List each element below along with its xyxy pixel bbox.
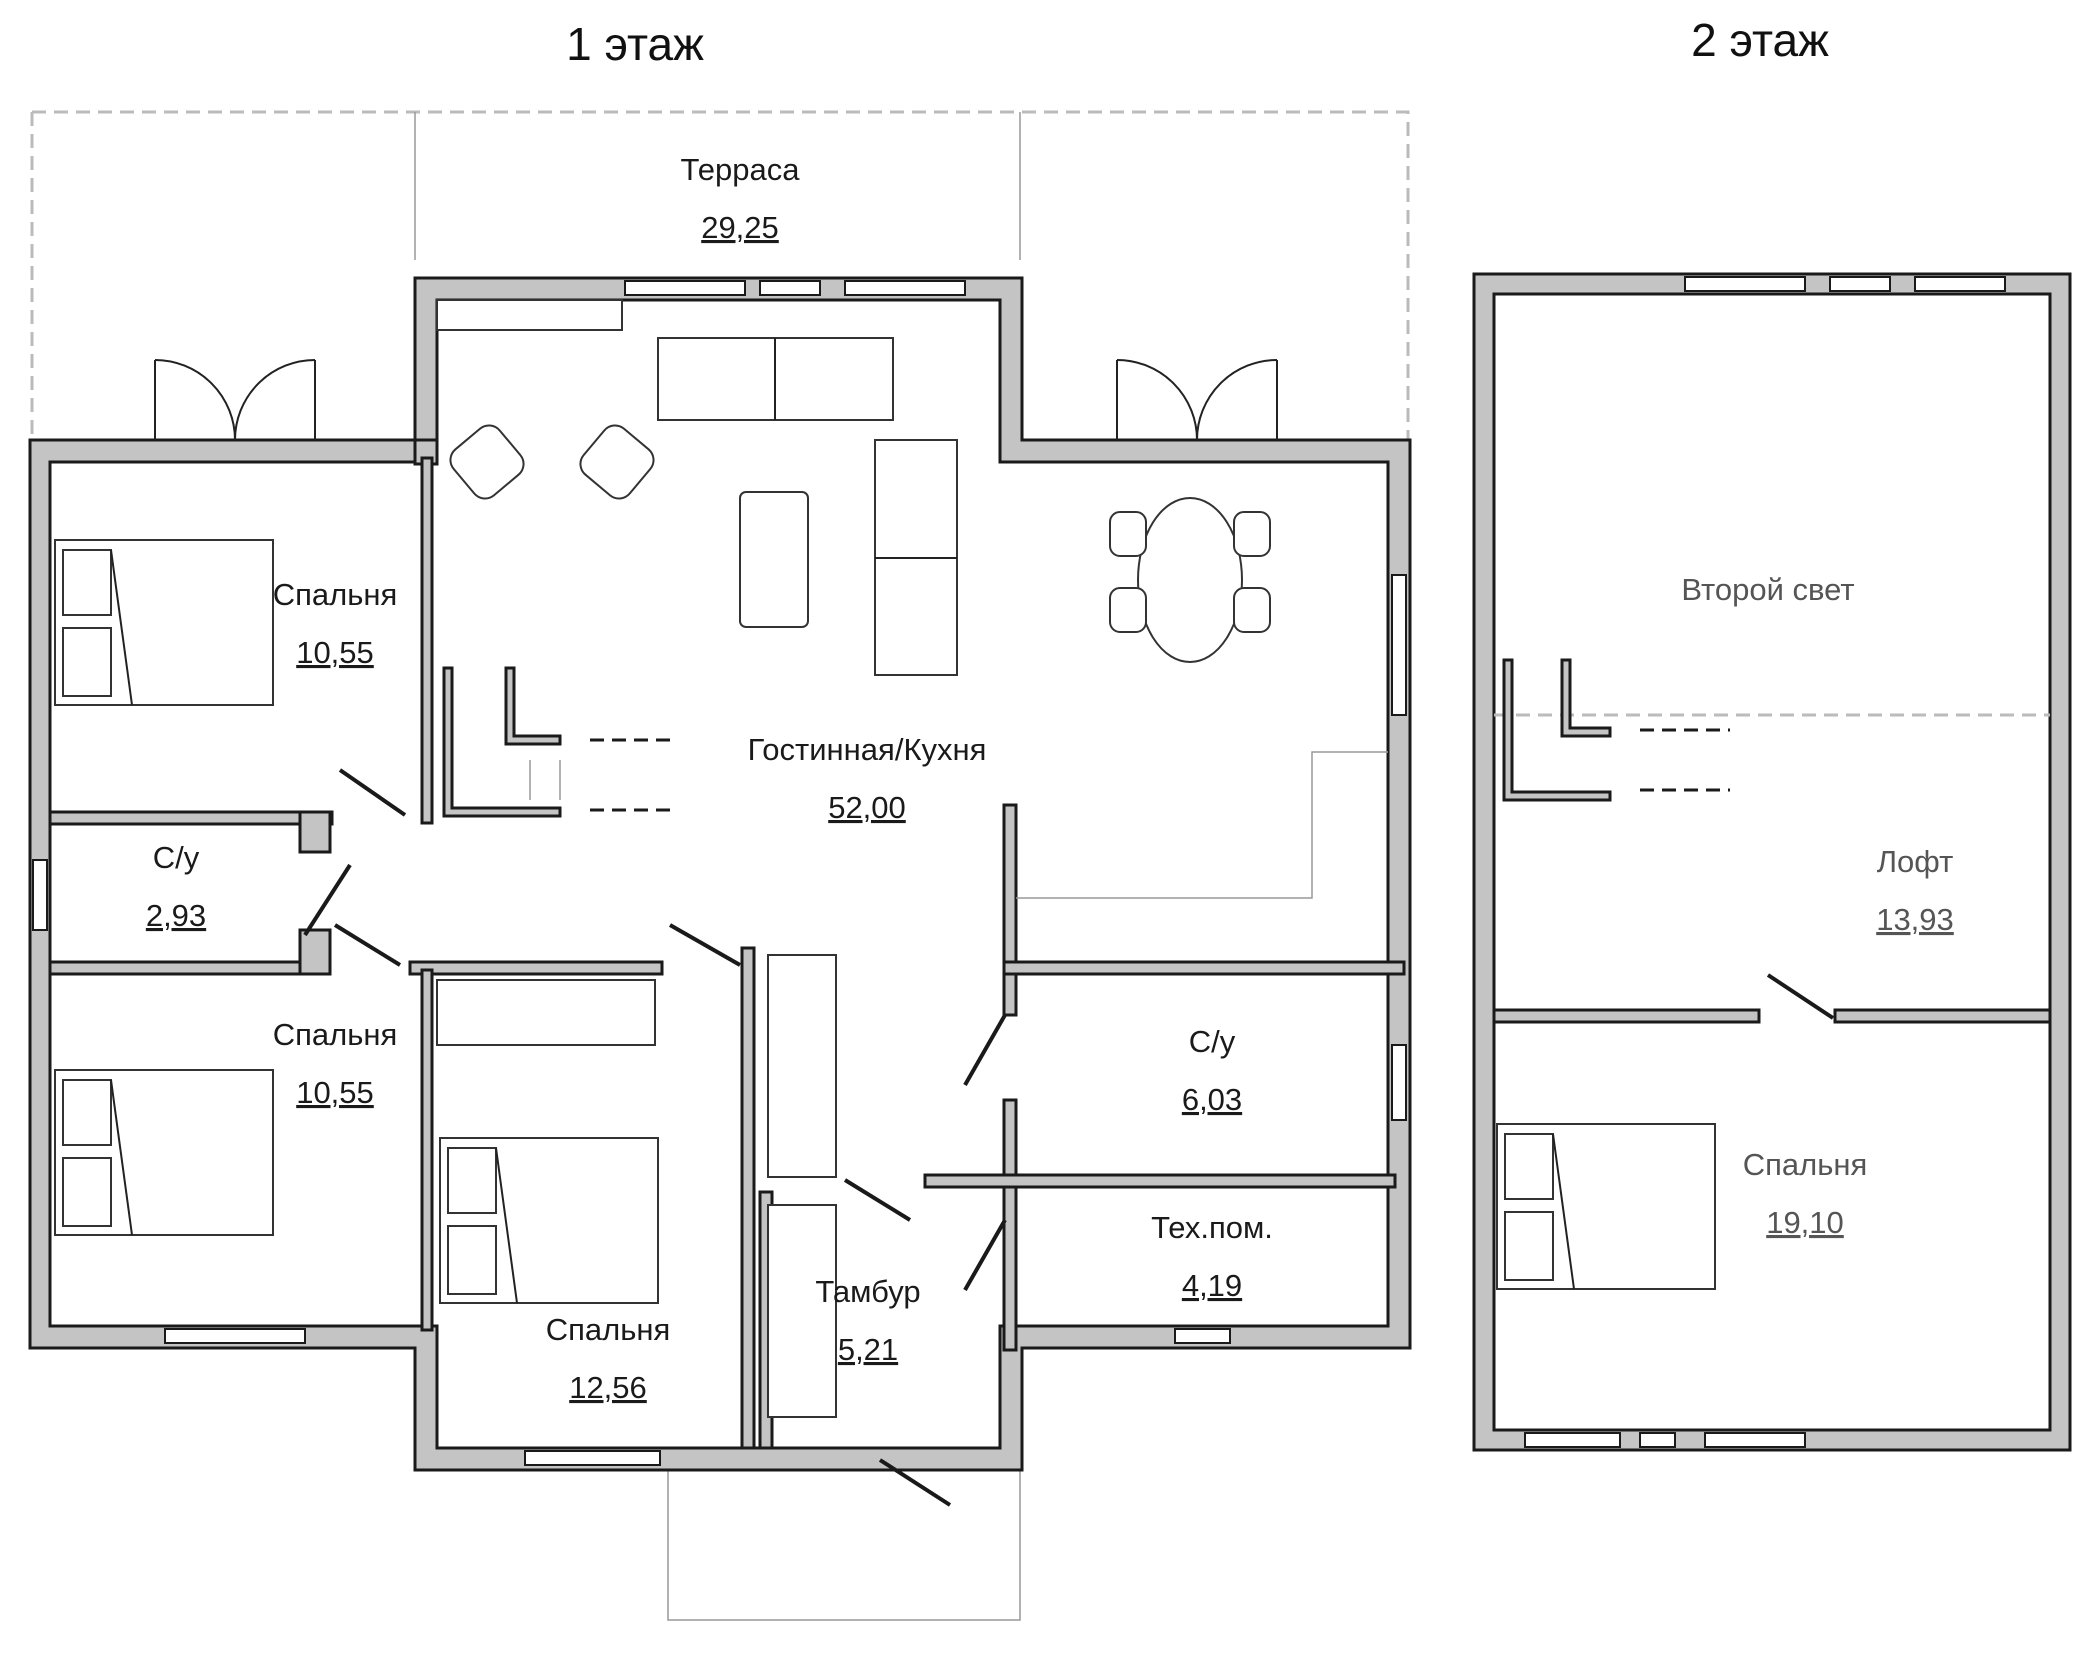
wc-large-name: С/у xyxy=(1189,1024,1236,1059)
living-name: Гостинная/Кухня xyxy=(748,732,987,767)
armchair xyxy=(449,424,525,500)
terrace-area: 29,25 xyxy=(701,210,779,245)
exterior-wall-floor-2 xyxy=(1472,272,2072,1452)
terrace-name: Терраса xyxy=(681,152,801,187)
vestibule-name: Тамбур xyxy=(815,1274,920,1309)
bedroom-a-name: Спальня xyxy=(273,577,398,612)
dining-table xyxy=(1137,497,1243,663)
bed xyxy=(54,1069,274,1236)
door-floor-2 xyxy=(1766,973,1835,1020)
bedroom-b-name: Спальня xyxy=(273,1017,398,1052)
coffee-table xyxy=(739,491,809,628)
hall-cabinet xyxy=(767,954,837,1178)
loft-name: Лофт xyxy=(1877,844,1954,879)
bedroom-b-area: 10,55 xyxy=(296,1075,374,1110)
bedroom-a-area: 10,55 xyxy=(296,635,374,670)
bed xyxy=(1496,1123,1716,1290)
floor-1-plan: Терраса 29,25 Спальня 10,55 С/у 2,93 Спа… xyxy=(28,110,1412,1621)
wc-small-name: С/у xyxy=(153,840,200,875)
staircase-floor-1 xyxy=(442,666,675,818)
entrance-porch xyxy=(667,1469,1021,1621)
partition-floor-2 xyxy=(1492,1008,1761,1024)
living-furniture xyxy=(449,337,1271,676)
floor-2-title: 2 этаж xyxy=(1691,14,1829,66)
chair xyxy=(1233,587,1271,633)
living-area: 52,00 xyxy=(828,790,906,825)
armchair xyxy=(579,424,655,500)
bedroom-up-name: Спальня xyxy=(1743,1147,1868,1182)
chair xyxy=(1109,511,1147,557)
chair xyxy=(1109,587,1147,633)
vestibule-area: 5,21 xyxy=(838,1332,898,1367)
floor-1-title: 1 этаж xyxy=(566,18,704,70)
wardrobe xyxy=(436,979,656,1046)
wc-small-area: 2,93 xyxy=(146,898,206,933)
bedroom-c-area: 12,56 xyxy=(569,1370,647,1405)
tech-name: Тех.пом. xyxy=(1151,1210,1273,1245)
windows-floor-1 xyxy=(32,280,1407,1466)
bed xyxy=(54,539,274,706)
terrace-outline xyxy=(30,110,1410,440)
interior-walls xyxy=(48,438,1406,1450)
bedroom-c-name: Спальня xyxy=(546,1312,671,1347)
loft-area: 13,93 xyxy=(1876,902,1954,937)
terrace-doors xyxy=(154,359,1278,441)
terrace-bench xyxy=(436,299,623,331)
vestibule-cabinet xyxy=(767,1204,837,1418)
floor-2-plan: Второй свет Лофт 13,93 Спальня 19,10 xyxy=(1472,272,2072,1452)
second-light-name: Второй свет xyxy=(1681,572,1854,607)
tech-area: 4,19 xyxy=(1182,1268,1242,1303)
staircase-floor-2 xyxy=(1502,658,1730,802)
chair xyxy=(1233,511,1271,557)
kitchen-counter xyxy=(1016,751,1388,899)
wc-large-area: 6,03 xyxy=(1182,1082,1242,1117)
interior-doors xyxy=(303,768,1007,1507)
bed xyxy=(439,1137,659,1304)
bedroom-up-area: 19,10 xyxy=(1766,1205,1844,1240)
